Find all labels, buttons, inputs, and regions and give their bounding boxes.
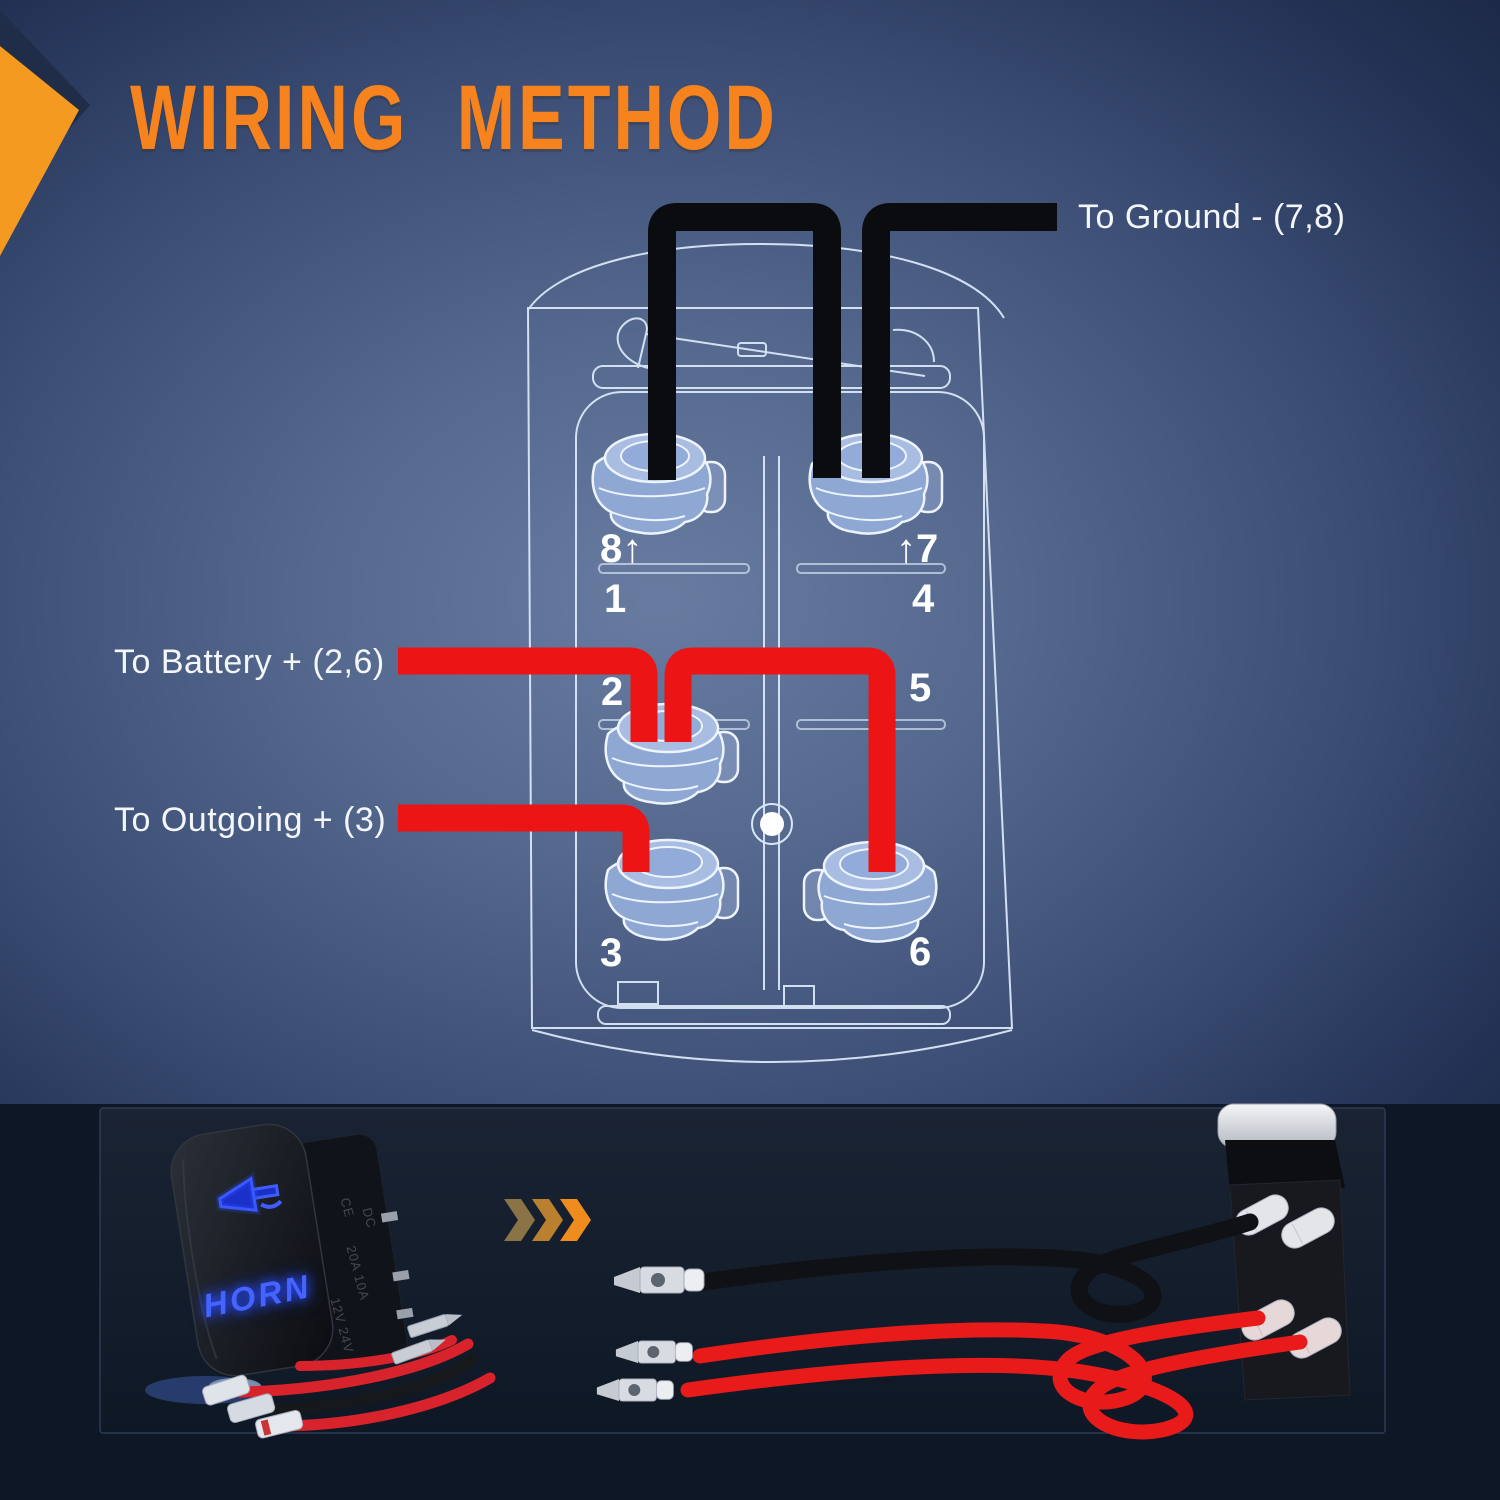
terminal-label-6: 6 [909,930,932,974]
terminal-label-8: 8↑ [600,527,643,571]
bottom-tab-left [617,981,659,1005]
ground-wire-label: To Ground - (7,8) [1078,198,1346,236]
terminal-label-5: 5 [909,666,932,710]
actuator-hook [892,328,935,363]
red-lead-2 [680,1334,1308,1440]
terminal-label-3: 3 [600,931,623,975]
page-title: WIRING METHOD [130,67,778,169]
terminal-label-2: 2 [601,670,624,714]
bottom-tab-right [783,985,815,1007]
chevron-arrows-icon [504,1199,591,1241]
switch-wireframe [526,242,1014,1063]
photo-wired-switch [596,1103,1351,1440]
actuator-notch [737,342,767,357]
switch-latch-dark [1225,1140,1345,1192]
battery-wire-in-2 [398,647,658,742]
actuator-base [592,365,951,389]
horn-icon [215,1171,283,1215]
spade-connectors-right-photo [596,1266,705,1402]
switch-top-dome [527,242,1005,319]
corner-ribbon [0,10,90,256]
ground-wires [648,203,1057,480]
outgoing-wire-3 [398,804,650,872]
spade-connectors-left-photo [202,1314,463,1439]
photo-horn-switch [145,1123,496,1439]
battery-wire-thru-6 [664,647,896,872]
center-pivot-dot [751,803,793,845]
black-ground-lead [694,1213,1259,1323]
outgoing-wire-label: To Outgoing + (3) [114,801,387,839]
switch-wire-leads [234,1335,496,1432]
switch-front-face [170,1123,334,1377]
switch-bottom-arc [531,1029,1013,1063]
ground-jumper-wire-8-7 [648,203,841,480]
actuator-lever [616,317,649,369]
positive-wires [398,647,896,872]
bottom-band [597,1005,951,1025]
ground-out-wire [862,203,1057,478]
battery-wire-label: To Battery + (2,6) [114,643,385,681]
terminal-label-7: ↑7 [896,527,939,571]
terminal-label-4: 4 [912,577,935,621]
terminal-label-1: 1 [604,577,627,621]
switch-back-cover [575,391,985,1009]
